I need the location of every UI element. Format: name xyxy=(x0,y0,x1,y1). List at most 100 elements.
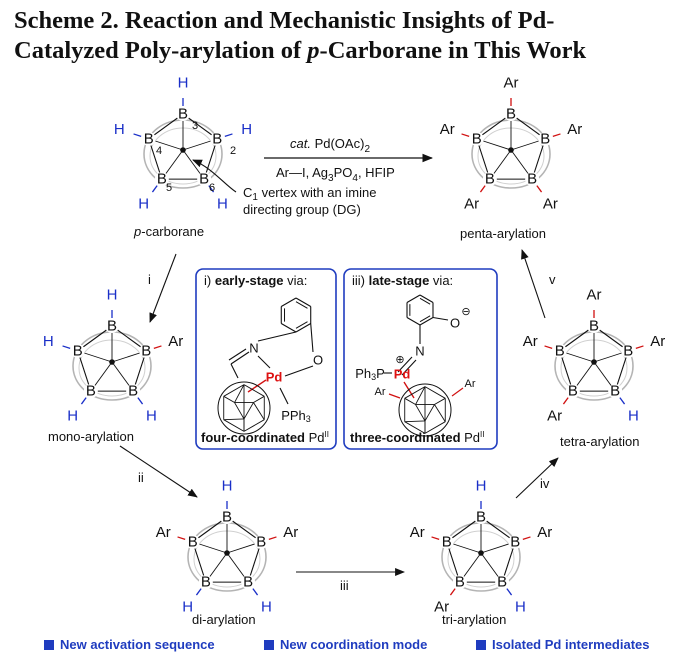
hydrogen-label: H xyxy=(67,408,78,425)
boron-mask xyxy=(538,131,553,146)
cage-edge xyxy=(148,138,163,180)
aryl-label: Ar xyxy=(587,287,602,304)
cage-center-carbon xyxy=(224,550,230,556)
tri-arylation-label: tri-arylation xyxy=(442,612,506,627)
cage-center-carbon xyxy=(109,359,115,365)
dg-pointer-arrow xyxy=(192,159,237,193)
cage-center-carbon xyxy=(180,147,186,153)
boron-label: B xyxy=(568,383,578,400)
early-stage-caption: four-coordinated PdII xyxy=(201,430,329,445)
aryl-label: Ar xyxy=(504,75,519,92)
pph3-label: Ph3P xyxy=(355,366,385,383)
aryl-bond xyxy=(536,185,543,193)
step-ii-arrow xyxy=(119,445,198,498)
boron-label: B xyxy=(141,342,151,359)
aryl-bond xyxy=(388,393,401,399)
aryl-bond xyxy=(635,345,644,350)
aryl-bond xyxy=(461,133,470,138)
hydrogen-bond xyxy=(195,588,202,596)
hydrogen-label: H xyxy=(222,478,233,495)
aryl-n-bond xyxy=(257,331,297,342)
icosahedron-outline xyxy=(398,383,452,437)
aryl-bond xyxy=(479,185,486,193)
hydrogen-label: H xyxy=(217,196,228,213)
icosahedron-edge xyxy=(243,419,265,432)
boron-label: B xyxy=(497,574,507,591)
step-v-label: v xyxy=(549,272,556,287)
aryl-label: Ar xyxy=(543,196,558,213)
footer-text-2: New coordination mode xyxy=(280,637,428,652)
boron-mask xyxy=(469,131,484,146)
icosahedron-edge xyxy=(243,402,254,420)
boron-mask xyxy=(241,575,256,590)
cage-edge xyxy=(501,541,516,583)
aryl-bond xyxy=(449,588,456,596)
aryl-label: Ar xyxy=(547,408,562,425)
boron-label: B xyxy=(442,533,452,550)
boron-label: B xyxy=(212,130,222,147)
benzene-edge xyxy=(281,323,297,333)
boron-label: B xyxy=(128,383,138,400)
hydrogen-label: H xyxy=(241,121,252,138)
aryl-label: Ar xyxy=(537,524,552,541)
nitrogen-label: N xyxy=(415,344,424,359)
cage-edge xyxy=(132,350,147,392)
hydrogen-bond xyxy=(506,588,513,596)
title-italic-p: p xyxy=(307,37,320,64)
benzene-edge xyxy=(406,294,421,303)
hydrogen-label: H xyxy=(476,478,487,495)
reagents-label: Ar—I, Ag3PO4, HFIP xyxy=(276,165,395,184)
cage-center-carbon xyxy=(478,550,484,556)
aryl-label: Ar xyxy=(375,386,386,398)
palladium-label: Pd xyxy=(394,367,411,382)
boron-label: B xyxy=(188,533,198,550)
boron-label: B xyxy=(107,318,117,335)
icosahedron-edge xyxy=(223,418,245,421)
cage-edge xyxy=(182,113,218,140)
hydrogen-label: H xyxy=(138,196,149,213)
hydrogen-label: H xyxy=(182,599,193,616)
number-6: 6 xyxy=(209,182,215,194)
boron-label: B xyxy=(178,106,188,123)
dg-annotation-line-1: C1 vertex with an imine xyxy=(243,185,376,203)
aryl-label: Ar xyxy=(440,121,455,138)
nitrogen-label: N xyxy=(249,341,258,356)
boron-mask xyxy=(220,510,234,524)
cage-center-carbon xyxy=(508,147,514,153)
hydrogen-bond xyxy=(224,133,233,138)
boron-label: B xyxy=(506,106,516,123)
boron-mask xyxy=(254,534,269,549)
cage-edge xyxy=(559,350,574,392)
aryl-label: Ar xyxy=(156,524,171,541)
aryl-bond xyxy=(268,536,277,541)
icosahedron-edge xyxy=(243,384,265,397)
benzene-edge xyxy=(406,317,421,326)
hydrogen-label: H xyxy=(515,599,526,616)
icosahedron-edge xyxy=(434,404,446,422)
aryl-label: Ar xyxy=(523,333,538,350)
title-text-a: Catalyzed Poly-arylation of xyxy=(14,37,308,64)
cage-center-carbon xyxy=(591,359,597,365)
aryl-label: Ar xyxy=(283,524,298,541)
icosahedron-edge xyxy=(404,397,416,405)
aryl-label: Ar xyxy=(434,599,449,616)
cage-edge xyxy=(446,541,461,583)
boron-label: B xyxy=(610,383,620,400)
icosahedron-edge xyxy=(404,386,426,399)
imine-double-bond xyxy=(401,359,417,376)
number-2: 2 xyxy=(230,145,236,157)
boron-label: B xyxy=(472,130,482,147)
footer-text-3: Isolated Pd intermediates xyxy=(492,637,650,652)
cage-edge xyxy=(192,516,228,543)
boron-mask xyxy=(70,343,85,358)
aryl-label: Ar xyxy=(168,333,183,350)
boron-label: B xyxy=(555,342,565,359)
boron-mask xyxy=(495,575,510,590)
cage-edge xyxy=(203,138,218,180)
